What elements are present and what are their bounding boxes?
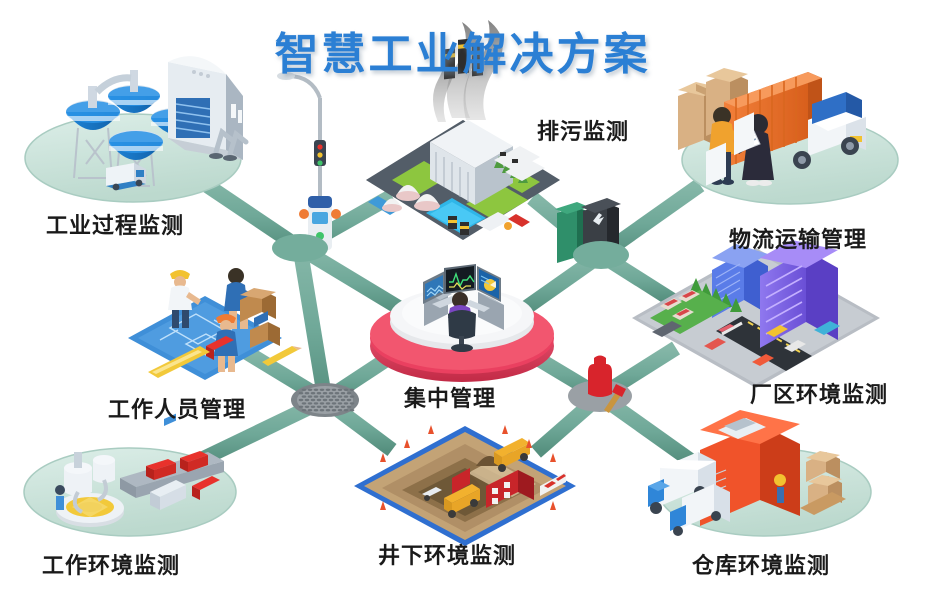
scene-central-control-room[interactable] bbox=[370, 264, 554, 382]
scene-container-truck[interactable] bbox=[678, 68, 899, 205]
node-label-logistics-transport-management[interactable]: 物流运输管理 bbox=[729, 227, 868, 252]
page-title: 智慧工业解决方案 bbox=[274, 30, 651, 79]
fire-hydrant-icon bbox=[588, 355, 612, 397]
node-label-work-environment-monitoring[interactable]: 工作环境监测 bbox=[42, 553, 181, 578]
street-lamp-head bbox=[277, 72, 295, 80]
delivery-truck-icon bbox=[106, 163, 146, 191]
box-truck-blue bbox=[648, 452, 716, 514]
junction-trash-bins[interactable] bbox=[573, 241, 629, 269]
scene-production-line[interactable] bbox=[23, 413, 237, 537]
node-label-warehouse-environment-monitoring[interactable]: 仓库环境监测 bbox=[692, 553, 831, 578]
worker-helmet-yellow bbox=[168, 270, 201, 328]
node-label-staff-management[interactable]: 工作人员管理 bbox=[108, 397, 247, 422]
dump-truck-upper bbox=[494, 438, 530, 472]
node-label-pollution-discharge-monitoring[interactable]: 排污监测 bbox=[537, 119, 630, 144]
node-label-central-management[interactable]: 集中管理 bbox=[404, 386, 497, 411]
scene-blueprint-workers[interactable] bbox=[128, 268, 302, 380]
street-lamp-pole bbox=[318, 98, 322, 248]
junction-fire-hydrant[interactable] bbox=[568, 355, 632, 414]
scene-warehouse-loading[interactable] bbox=[648, 112, 872, 537]
scene-chemical-plant[interactable] bbox=[24, 56, 249, 203]
scene-smokestack-factory[interactable] bbox=[366, 20, 560, 240]
junction-trash-bins-pad bbox=[573, 241, 629, 269]
node-label-industrial-process-monitoring[interactable]: 工业过程监测 bbox=[46, 213, 185, 238]
link-traffic-junction-to-manhole bbox=[292, 246, 333, 402]
junction-traffic-light-pad bbox=[272, 234, 328, 262]
scene-open-pit-mine[interactable] bbox=[354, 425, 576, 546]
dump-truck-lower bbox=[444, 484, 480, 518]
node-label-underground-environment-monitoring[interactable]: 井下环境监测 bbox=[378, 543, 517, 568]
junction-traffic-light[interactable] bbox=[272, 234, 328, 262]
scene-city-block[interactable] bbox=[632, 240, 880, 388]
link-plant-to-traffic-junction bbox=[191, 171, 305, 255]
junction-manhole[interactable] bbox=[291, 383, 359, 417]
node-label-plant-area-environment-monitoring[interactable]: 厂区环境监测 bbox=[750, 382, 889, 407]
